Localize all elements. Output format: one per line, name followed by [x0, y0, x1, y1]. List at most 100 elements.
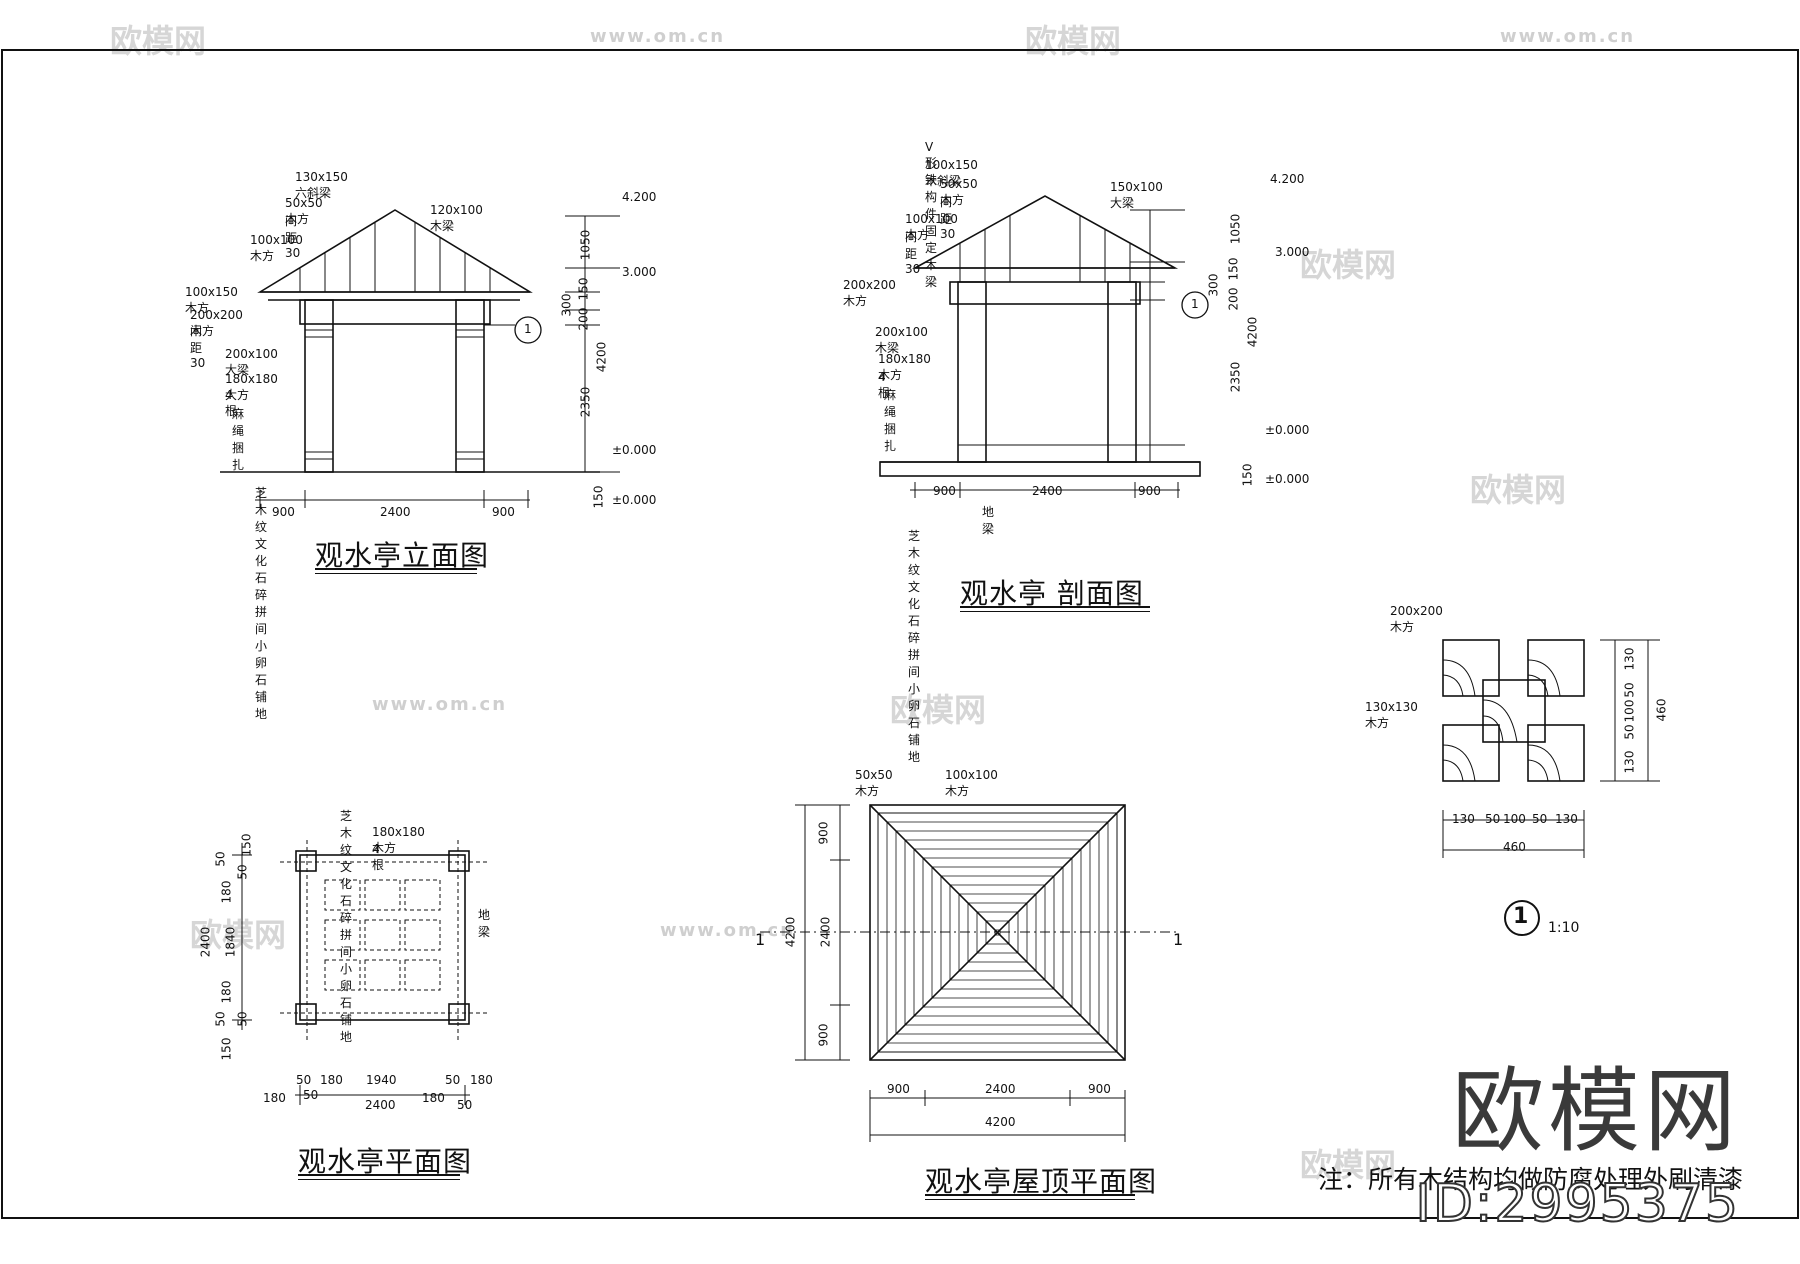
label: V形铁构件固定木梁: [925, 140, 938, 289]
plan-drawing: [232, 840, 490, 1105]
dim: 900: [272, 505, 295, 519]
dim: 1050: [1228, 213, 1243, 245]
dim: 150: [576, 277, 591, 301]
watermark-logo: 欧模网: [1300, 246, 1397, 284]
dim: 180: [263, 1091, 286, 1105]
dim: 200: [576, 307, 591, 331]
dim: 4200: [783, 916, 798, 948]
dim: 300: [1206, 273, 1221, 297]
dim: 50: [303, 1088, 319, 1102]
label: 芝木纹文化石碎拼间小卵石铺地: [908, 529, 921, 764]
dim: 2400: [985, 1082, 1016, 1096]
label: 4根: [372, 842, 385, 872]
dim: 50: [235, 864, 250, 880]
label: 150x100 大梁: [1110, 180, 1163, 210]
section-title: 观水亭 剖面图: [960, 577, 1144, 610]
elevation-mark: ±0.000: [1265, 423, 1310, 437]
dim: 130: [1555, 812, 1578, 826]
dim: 200: [1226, 287, 1241, 311]
label: 间距30: [190, 324, 206, 370]
dim: 150: [1226, 257, 1241, 281]
dim: 4200: [1245, 316, 1260, 348]
dim: 180: [219, 980, 234, 1004]
dim: 50: [445, 1073, 461, 1087]
elevation-mark: ±0.000: [1265, 472, 1310, 486]
label: 4根: [878, 370, 891, 400]
dim: 4200: [594, 341, 609, 373]
dim: 180: [320, 1073, 343, 1087]
dim: 900: [1138, 484, 1161, 498]
dim: 50: [1532, 812, 1548, 826]
dim: 460: [1503, 840, 1526, 854]
elevation-mark: 4.200: [622, 190, 657, 204]
dim: 100: [1622, 699, 1637, 723]
detail-drawing: [1442, 639, 1660, 936]
dim: 150: [591, 485, 606, 509]
dim: 900: [887, 1082, 910, 1096]
label: 200x200 木方: [190, 308, 243, 338]
title-underline: [925, 1199, 1135, 1200]
section-cut-label: 1: [755, 930, 766, 949]
label: 地梁: [982, 505, 995, 536]
dim: 150: [219, 1037, 234, 1061]
label: 180x180 木方: [878, 352, 931, 382]
dim: 2400: [1032, 484, 1063, 498]
dim: 1940: [366, 1073, 397, 1087]
label: 100x100 木方: [250, 233, 303, 263]
dim: 150: [239, 833, 254, 857]
dim: 50: [213, 851, 228, 867]
label: 100x100 木方: [945, 768, 998, 798]
general-note: 注：所有木结构均做防腐处理外刷清漆: [1318, 1165, 1744, 1194]
label: 100x150 木斜梁: [925, 158, 978, 188]
dim: 50: [235, 1011, 250, 1027]
dim: 50: [457, 1098, 473, 1112]
watermark-logo: 欧模网: [1470, 471, 1567, 509]
dim: 900: [816, 821, 831, 845]
watermark-url: www.om.cn: [372, 694, 508, 715]
section-drawing: [879, 195, 1209, 498]
dim: 300: [559, 293, 574, 317]
dim: 2400: [198, 926, 213, 958]
label: 120x100 木梁: [430, 203, 483, 233]
dim: 900: [933, 484, 956, 498]
watermark-logo: 欧模网: [190, 916, 287, 954]
dim: 2400: [365, 1098, 396, 1112]
label: 200x100 大梁: [225, 347, 278, 377]
label: 180x180 大方: [225, 372, 278, 402]
label: 芝木纹文化石碎拼间小卵石铺地: [255, 486, 268, 721]
plan-title: 观水亭平面图: [298, 1145, 473, 1178]
callout-number: 1: [1191, 297, 1199, 311]
elevation-drawing: [220, 209, 620, 508]
label: 间距30: [905, 230, 921, 276]
watermark-logo: 欧模网: [890, 691, 987, 729]
watermark-url: www.om.cn: [1500, 26, 1636, 47]
label: 麻绳捆扎: [884, 388, 897, 453]
dim: 2400: [818, 916, 833, 948]
elevation-mark: ±0.000: [612, 493, 657, 507]
callout-number: 1: [1513, 904, 1529, 929]
dim: 1050: [578, 229, 593, 261]
label: 芝木纹文化石碎拼间小卵石铺地: [340, 809, 353, 1044]
title-underline: [298, 1174, 460, 1176]
dim: 180: [470, 1073, 493, 1087]
dim: 1840: [223, 926, 238, 958]
callout-number: 1: [524, 322, 532, 336]
dim: 180: [219, 880, 234, 904]
dim: 460: [1654, 698, 1669, 722]
label: 50x50 木方: [855, 768, 893, 798]
dim: 50: [1622, 724, 1637, 740]
watermark-logo: 欧模网: [1025, 22, 1122, 60]
label: 4根: [225, 388, 238, 418]
dim: 4200: [985, 1115, 1016, 1129]
label: 200x200 木方: [843, 278, 896, 308]
label: 麻绳捆扎: [232, 407, 245, 472]
detail-scale: 1:10: [1548, 920, 1580, 936]
label: 50x50 木方: [285, 196, 323, 226]
dim: 180: [422, 1091, 445, 1105]
label: 100x150 木方: [185, 285, 238, 315]
dim: 130: [1452, 812, 1475, 826]
elevation-mark: ±0.000: [612, 443, 657, 457]
title-underline: [960, 611, 1150, 612]
title-underline: [315, 573, 477, 574]
